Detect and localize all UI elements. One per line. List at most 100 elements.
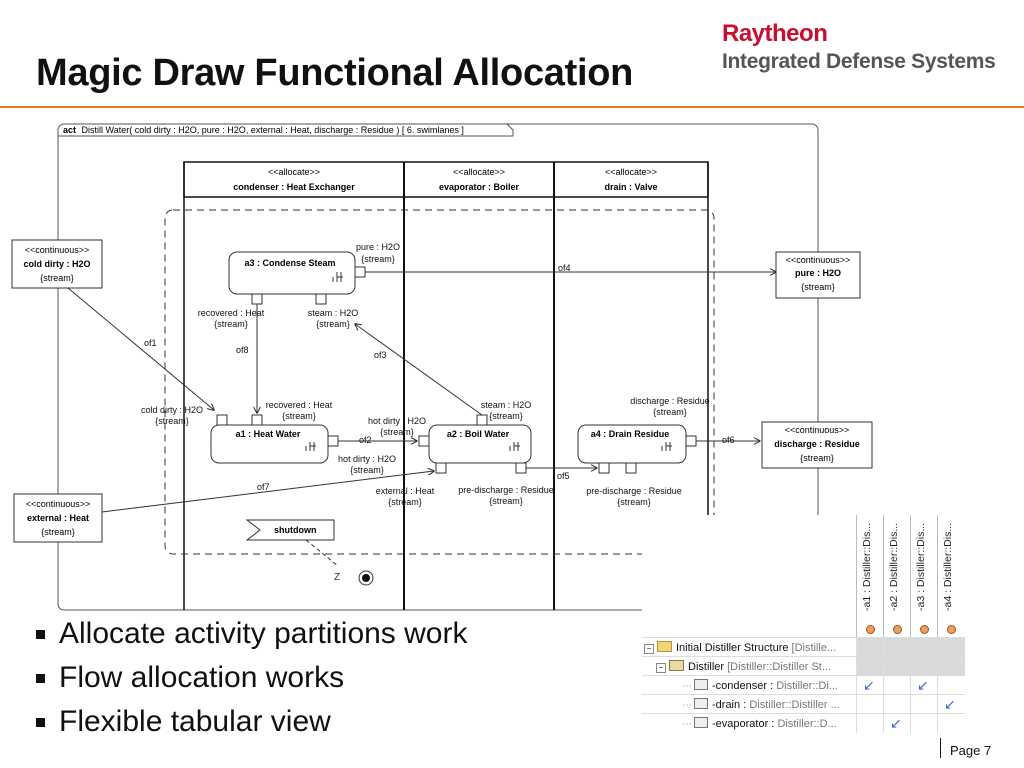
- action-icon: [866, 625, 875, 634]
- collapse-icon: −: [644, 644, 654, 654]
- svg-text:<<continuous>>: <<continuous>>: [786, 255, 851, 265]
- allocation-matrix: -a1 : Distiller::Dis... -a2 : Distiller:…: [642, 515, 965, 734]
- action-icon: [920, 625, 929, 634]
- bullet-icon: [36, 673, 45, 683]
- slide-title: Magic Draw Functional Allocation: [36, 52, 634, 94]
- collapse-icon: −: [656, 663, 666, 673]
- bullet-list: Allocate activity partitions work Flow a…: [36, 612, 468, 744]
- action-icon: [947, 625, 956, 634]
- svg-text:{stream}: {stream}: [653, 407, 687, 417]
- svg-text:{stream}: {stream}: [388, 497, 422, 507]
- flow-of2: of2: [359, 435, 372, 445]
- svg-text:hot dirty : H2O: hot dirty : H2O: [338, 454, 396, 464]
- svg-text:<<continuous>>: <<continuous>>: [26, 499, 91, 509]
- svg-text:pre-discharge : Residue: pre-discharge : Residue: [458, 485, 554, 495]
- frame-tab: [58, 123, 514, 137]
- lane-drain-stereo: <<allocate>>: [605, 167, 657, 177]
- svg-text:cold dirty : H2O: cold dirty : H2O: [23, 259, 90, 269]
- frame-title: act Distill Water( cold dirty : H2O, pur…: [63, 125, 464, 135]
- action-icon: [893, 625, 902, 634]
- matrix-col-a3[interactable]: -a3 : Distiller::Dis...: [910, 515, 938, 637]
- action-a3-condense-steam: a3 : Condense Steam: [228, 251, 356, 295]
- block-icon: [669, 660, 684, 671]
- matrix-row[interactable]: −Initial Distiller Structure [Distille..…: [642, 637, 965, 657]
- svg-text:Z: Z: [334, 572, 340, 583]
- svg-text:{stream}: {stream}: [489, 496, 523, 506]
- svg-text:hot dirty : H2O: hot dirty : H2O: [368, 416, 426, 426]
- lane-condenser-name: condenser : Heat Exchanger: [233, 182, 355, 192]
- action-a4-drain-residue: a4 : Drain Residue: [577, 424, 687, 464]
- matrix-col-a1[interactable]: -a1 : Distiller::Dis...: [856, 515, 884, 637]
- svg-text:{stream}: {stream}: [155, 416, 189, 426]
- flow-of7: of7: [257, 482, 270, 492]
- param-cold-dirty: <<continuous>> cold dirty : H2O {stream}: [11, 239, 103, 289]
- svg-text:{stream}: {stream}: [40, 273, 74, 283]
- svg-text:a3 : Condense Steam: a3 : Condense Steam: [244, 258, 335, 268]
- allocation-arrow-icon: ↙: [917, 677, 929, 693]
- matrix-col-a2[interactable]: -a2 : Distiller::Dis...: [883, 515, 911, 637]
- svg-text:cold dirty : H2O: cold dirty : H2O: [141, 405, 203, 415]
- svg-text:{stream}: {stream}: [41, 527, 75, 537]
- flow-of3: of3: [374, 350, 387, 360]
- lane-condenser-stereo: <<allocate>>: [268, 167, 320, 177]
- shutdown-accept-event: shutdown Z: [245, 519, 374, 586]
- bullet-icon: [36, 717, 45, 727]
- svg-text:discharge : Residue: discharge : Residue: [630, 396, 710, 406]
- svg-text:shutdown: shutdown: [274, 525, 317, 535]
- bullet-item: Flexible tabular view: [36, 700, 468, 744]
- svg-text:{stream}: {stream}: [617, 497, 651, 507]
- lane-evaporator-stereo: <<allocate>>: [453, 167, 505, 177]
- param-external: <<continuous>> external : Heat {stream}: [13, 493, 103, 543]
- bullet-item: Allocate activity partitions work: [36, 612, 468, 656]
- flow-of4: of4: [558, 263, 571, 273]
- svg-text:{stream}: {stream}: [380, 427, 414, 437]
- svg-text:{stream}: {stream}: [489, 411, 523, 421]
- bullet-icon: [36, 629, 45, 639]
- action-a1-heat-water: a1 : Heat Water: [210, 424, 329, 464]
- svg-text:{stream}: {stream}: [316, 319, 350, 329]
- swimlanes: [183, 161, 709, 610]
- flow-of1: of1: [144, 338, 157, 348]
- svg-text:{stream}: {stream}: [214, 319, 248, 329]
- matrix-row[interactable]: −Distiller [Distiller::Distiller St...: [642, 656, 965, 676]
- part-icon: [694, 717, 708, 728]
- matrix-col-a4[interactable]: -a4 : Distiller::Dis...: [937, 515, 965, 637]
- svg-text:{stream}: {stream}: [361, 254, 395, 264]
- param-pure: <<continuous>> pure : H2O {stream}: [775, 251, 861, 299]
- brand-subtitle: Integrated Defense Systems: [722, 50, 996, 73]
- matrix-row[interactable]: ⋯-condenser : Distiller::Di... ↙ ↙: [642, 675, 965, 695]
- svg-text:<<continuous>>: <<continuous>>: [785, 425, 850, 435]
- svg-text:pre-discharge : Residue: pre-discharge : Residue: [586, 486, 682, 496]
- flow-of6: of6: [722, 435, 735, 445]
- allocation-arrow-icon: ↙: [890, 715, 902, 731]
- part-icon: [694, 679, 708, 690]
- page-divider: [940, 738, 941, 758]
- allocation-arrow-icon: ↙: [863, 677, 875, 693]
- svg-text:recovered : Heat: recovered : Heat: [198, 308, 265, 318]
- svg-text:steam : H2O: steam : H2O: [308, 308, 359, 318]
- svg-text:{stream}: {stream}: [801, 282, 835, 292]
- svg-text:a2 : Boil Water: a2 : Boil Water: [447, 429, 510, 439]
- lane-evaporator-name: evaporator : Boiler: [439, 182, 520, 192]
- svg-text:pure : H2O: pure : H2O: [356, 242, 400, 252]
- allocation-arrow-icon: ↙: [944, 696, 956, 712]
- diagram-frame: [57, 123, 819, 611]
- svg-text:{stream}: {stream}: [800, 453, 834, 463]
- svg-text:pure : H2O: pure : H2O: [795, 268, 841, 278]
- svg-text:<<continuous>>: <<continuous>>: [25, 245, 90, 255]
- title-rule: [0, 106, 1024, 108]
- matrix-row[interactable]: ⋯-drain : Distiller::Distiller ... ↙: [642, 694, 965, 714]
- object-flows: [67, 272, 776, 513]
- folder-icon: [657, 641, 672, 652]
- svg-text:a1 : Heat Water: a1 : Heat Water: [236, 429, 301, 439]
- matrix-row[interactable]: ⋯-evaporator : Distiller::D... ↙: [642, 713, 965, 733]
- interruptible-region: [164, 209, 715, 555]
- bullet-item: Flow allocation works: [36, 656, 468, 700]
- action-a2-boil-water: a2 : Boil Water: [428, 424, 532, 464]
- svg-text:{stream}: {stream}: [282, 411, 316, 421]
- svg-text:{stream}: {stream}: [350, 465, 384, 475]
- lane-drain-name: drain : Valve: [604, 182, 657, 192]
- param-discharge: <<continuous>> discharge : Residue {stre…: [761, 421, 873, 469]
- part-icon: [694, 698, 708, 709]
